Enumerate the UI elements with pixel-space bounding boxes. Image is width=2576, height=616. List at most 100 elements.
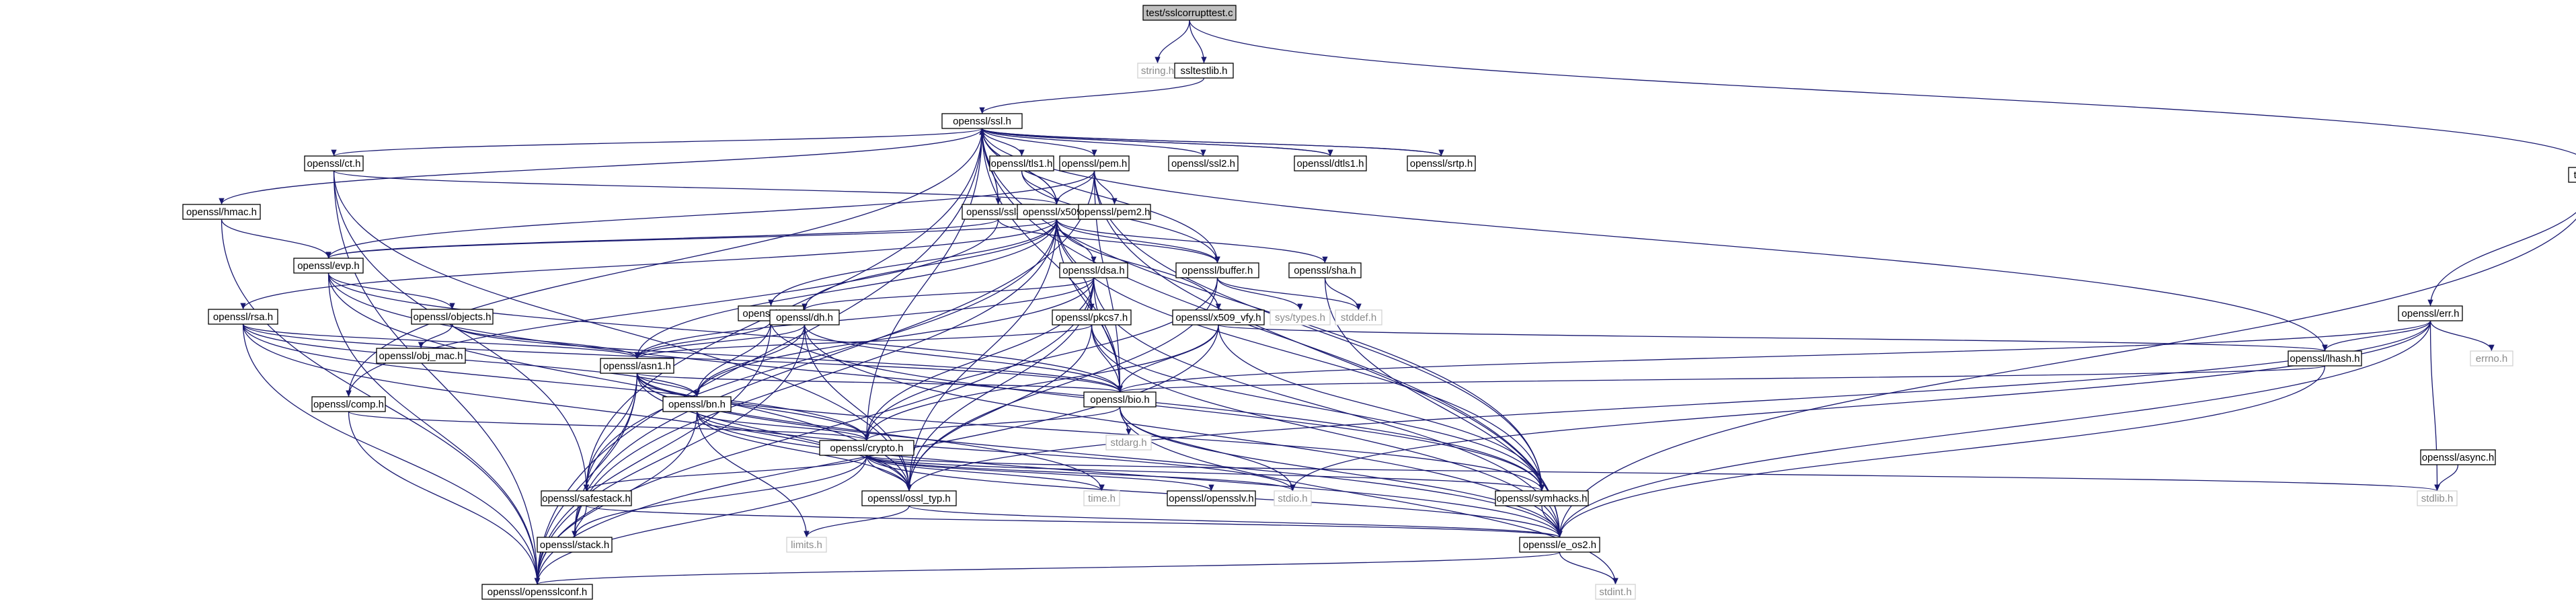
- node-label: stddef.h: [1341, 312, 1376, 323]
- node-comp[interactable]: openssl/comp.h: [311, 396, 386, 412]
- node-errno: errno.h: [2470, 350, 2513, 367]
- edge-objects-to-bio: [451, 323, 1123, 393]
- node-label: openssl/sha.h: [1294, 265, 1356, 276]
- node-label: openssl/evp.h: [297, 260, 360, 272]
- node-label: openssl/ssl3.h: [966, 206, 1030, 218]
- node-box: [2470, 350, 2513, 367]
- edge-evp-to-ossltyp: [327, 272, 912, 492]
- node-asn1[interactable]: openssl/asn1.h: [600, 358, 674, 374]
- node-opensslconf[interactable]: openssl/opensslconf.h: [481, 584, 593, 600]
- node-root[interactable]: test/sslcorrupttest.c: [1142, 5, 1237, 21]
- edge-crypto-to-safestack: [583, 455, 867, 492]
- edge-asn1-to-safestack: [583, 373, 638, 492]
- edge-objects-to-objmac: [418, 323, 453, 349]
- edge-x509-to-stack: [572, 219, 1058, 538]
- node-label: openssl/ct.h: [307, 158, 360, 169]
- edge-rsa-to-opensslconf: [242, 323, 541, 585]
- edge-eos2-to-stdint: [1559, 551, 1618, 585]
- node-err[interactable]: openssl/err.h: [2398, 305, 2463, 321]
- node-evp[interactable]: openssl/evp.h: [293, 258, 364, 274]
- node-pkcs7[interactable]: openssl/pkcs7.h: [1052, 309, 1132, 325]
- edge-ssl-to-buffer: [981, 128, 1220, 264]
- node-label: openssl/symhacks.h: [1496, 493, 1587, 504]
- node-stack[interactable]: openssl/stack.h: [537, 537, 613, 553]
- node-symhacks[interactable]: openssl/symhacks.h: [1495, 490, 1589, 506]
- edge-bio-to-eos2: [1119, 406, 1563, 538]
- node-ossltyp[interactable]: openssl/ossl_typ.h: [861, 490, 957, 506]
- node-hmac[interactable]: openssl/hmac.h: [182, 204, 261, 220]
- edge-buffer-to-stddef: [1216, 277, 1362, 311]
- node-crypto[interactable]: openssl/crypto.h: [819, 440, 914, 456]
- edge-dh-to-opensslconf: [534, 324, 806, 585]
- node-box: [600, 358, 674, 374]
- edge-sha-to-eos2: [1324, 277, 1563, 538]
- node-dtls1[interactable]: openssl/dtls1.h: [1294, 155, 1367, 171]
- node-bn[interactable]: openssl/bn.h: [662, 396, 732, 412]
- edge-err-to-bio: [1117, 320, 2431, 393]
- node-label: sys/types.h: [1275, 312, 1325, 323]
- node-box: [2288, 350, 2362, 367]
- edge-lhash-to-bio: [1118, 365, 2326, 393]
- node-bio[interactable]: openssl/bio.h: [1083, 391, 1157, 408]
- edge-ssl-to-lhash: [981, 128, 2328, 352]
- node-x509[interactable]: openssl/x509.h: [1017, 204, 1097, 220]
- edge-x509vfy-to-crypto: [863, 324, 1219, 441]
- node-box: [182, 204, 261, 220]
- node-eos2[interactable]: openssl/e_os2.h: [1519, 537, 1600, 553]
- edge-bn-to-crypto: [696, 411, 870, 441]
- edge-ssl-to-ssl2: [981, 128, 1206, 157]
- node-label: openssl/srtp.h: [1410, 158, 1473, 169]
- edge-root-to-string: [1155, 20, 1190, 64]
- node-tls1[interactable]: openssl/tls1.h: [989, 155, 1054, 171]
- edge-pem-to-evp: [325, 170, 1095, 259]
- edge-ssl-to-tls1: [981, 128, 1025, 157]
- edge-sha-to-stddef: [1324, 277, 1362, 311]
- node-label: time.h: [1088, 493, 1116, 504]
- node-dsa[interactable]: openssl/dsa.h: [1059, 262, 1128, 278]
- edge-objects-to-asn1: [451, 323, 640, 359]
- node-label: openssl/bn.h: [668, 399, 726, 410]
- edge-pem-to-stack: [572, 170, 1095, 538]
- edge-rsa-to-ossltyp: [242, 323, 912, 492]
- node-box: [304, 155, 364, 171]
- node-box: [1168, 155, 1239, 171]
- edge-evp-to-opensslconf: [327, 272, 541, 585]
- node-box: [1335, 309, 1382, 325]
- node-box: [1083, 391, 1157, 408]
- node-dh[interactable]: openssl/dh.h: [769, 309, 840, 325]
- node-box: [208, 309, 278, 325]
- node-lhash[interactable]: openssl/lhash.h: [2288, 350, 2362, 367]
- node-testutil[interactable]: testutil.h: [2568, 167, 2576, 183]
- node-box: [1294, 155, 1367, 171]
- node-box: [1407, 155, 1476, 171]
- node-safestack[interactable]: openssl/safestack.h: [541, 490, 632, 506]
- edge-ec-to-symhacks: [770, 320, 1545, 492]
- node-pem2[interactable]: openssl/pem2.h: [1078, 204, 1151, 220]
- node-srtp[interactable]: openssl/srtp.h: [1407, 155, 1476, 171]
- node-sha[interactable]: openssl/sha.h: [1288, 262, 1362, 278]
- node-box: [311, 396, 386, 412]
- node-label: openssl/asn1.h: [603, 360, 671, 372]
- node-box: [293, 258, 364, 274]
- node-box: [537, 537, 613, 553]
- node-rsa[interactable]: openssl/rsa.h: [208, 309, 278, 325]
- node-pem[interactable]: openssl/pem.h: [1059, 155, 1130, 171]
- node-ssl2[interactable]: openssl/ssl2.h: [1168, 155, 1239, 171]
- edge-dsa-to-crypto: [863, 277, 1095, 441]
- node-stdio: stdio.h: [1274, 490, 1312, 506]
- node-x509vfy[interactable]: openssl/x509_vfy.h: [1172, 309, 1265, 325]
- node-ct[interactable]: openssl/ct.h: [304, 155, 364, 171]
- edge-pkcs7-to-asn1: [634, 324, 1093, 359]
- node-buffer[interactable]: openssl/buffer.h: [1175, 262, 1259, 278]
- edge-x509-to-evp: [325, 219, 1058, 259]
- edge-asn1-to-bn: [636, 373, 700, 397]
- node-label: errno.h: [2476, 353, 2508, 364]
- node-opensslv[interactable]: openssl/opensslv.h: [1167, 490, 1256, 506]
- node-ssltestlib[interactable]: ssltestlib.h: [1174, 63, 1234, 79]
- node-label: openssl/x509_vfy.h: [1175, 312, 1261, 323]
- node-objects[interactable]: openssl/objects.h: [411, 309, 494, 325]
- node-objmac[interactable]: openssl/obj_mac.h: [376, 348, 466, 364]
- node-async[interactable]: openssl/async.h: [2420, 449, 2496, 465]
- node-ssl[interactable]: openssl/ssl.h: [941, 113, 1023, 129]
- edge-bio-to-crypto: [863, 406, 1121, 441]
